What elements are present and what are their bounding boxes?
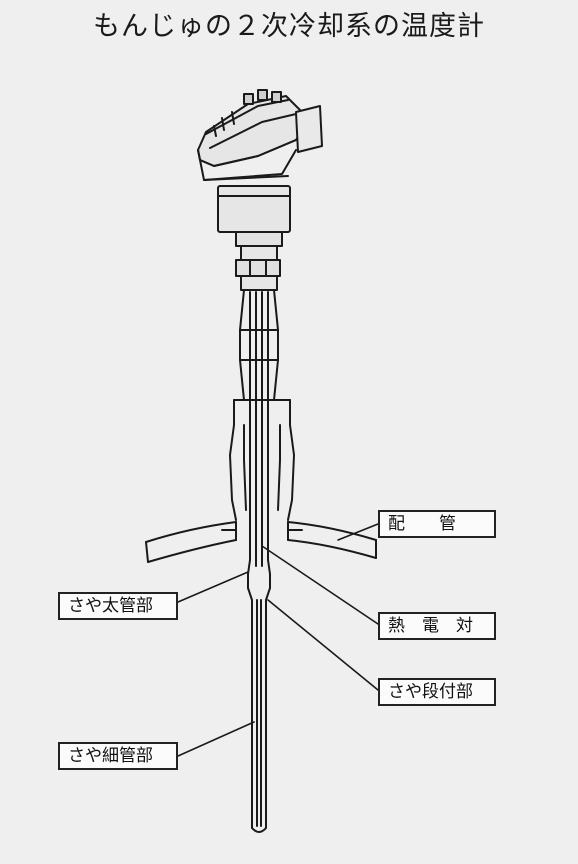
label-sheath-thick: さや太管部 bbox=[58, 592, 178, 620]
diagram-title: もんじゅの２次冷却系の温度計 bbox=[93, 11, 485, 42]
label-thermocouple: 熱 電 対 bbox=[378, 612, 496, 640]
label-pipe-text: 配 管 bbox=[388, 514, 456, 534]
neck-fittings bbox=[217, 185, 291, 291]
label-sheath-thin-text: さや細管部 bbox=[68, 746, 153, 766]
label-sheath-thick-text: さや太管部 bbox=[68, 596, 153, 616]
thin-sheath bbox=[247, 587, 271, 833]
label-thermocouple-text: 熱 電 対 bbox=[388, 616, 473, 636]
leader-lines bbox=[177, 523, 379, 757]
label-pipe: 配 管 bbox=[378, 510, 496, 538]
terminal-head bbox=[197, 89, 323, 181]
sheath-body bbox=[229, 289, 295, 589]
label-sheath-step-text: さや段付部 bbox=[388, 682, 473, 702]
label-sheath-thin: さや細管部 bbox=[58, 742, 178, 770]
main-pipe bbox=[145, 521, 377, 563]
label-sheath-step: さや段付部 bbox=[378, 678, 496, 706]
